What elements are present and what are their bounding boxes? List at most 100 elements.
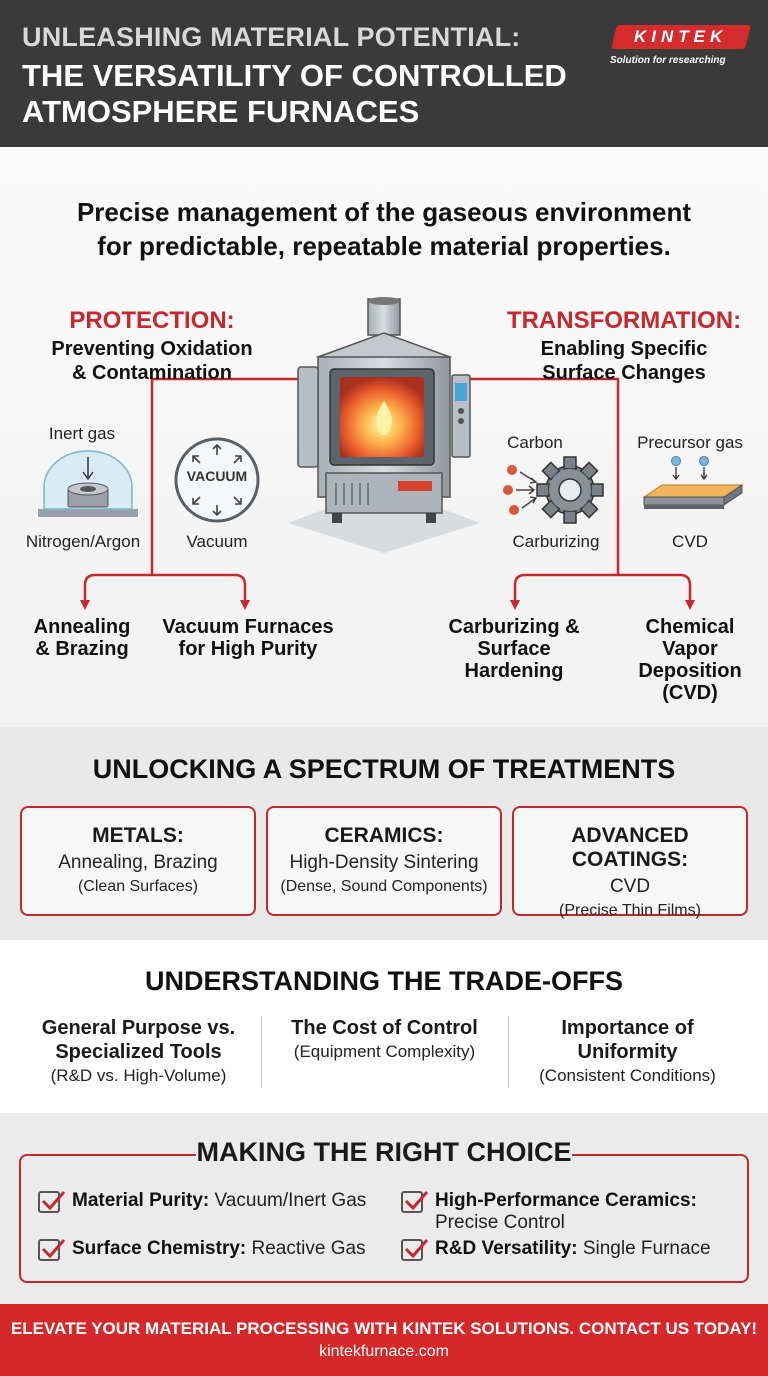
title-line-2: THE VERSATILITY OF CONTROLLED ATMOSPHERE… — [22, 58, 567, 129]
tradeoff-title-line-2: Uniformity — [577, 1041, 678, 1063]
footer-cta: ELEVATE YOUR MATERIAL PROCESSING WITH KI… — [0, 1304, 768, 1376]
tradeoff-note: (Consistent Conditions) — [539, 1066, 716, 1085]
vacuum-icon — [174, 437, 260, 523]
protection-title: PROTECTION: — [69, 307, 235, 334]
carburizing-gear-icon — [503, 456, 604, 524]
vacuum-icon-text: VACUUM — [186, 468, 248, 484]
arrow-vacuum-furnaces — [152, 573, 250, 610]
outcome-chemical-vapor-deposition: Chemical Vapor Deposition (CVD) — [630, 616, 750, 704]
choice-heading: MAKING THE RIGHT CHOICE — [196, 1137, 572, 1168]
treatment-card-title: METALS: — [92, 824, 184, 847]
tradeoff-uniformity: Importance of Uniformity (Consistent Con… — [505, 1016, 750, 1086]
tradeoffs-section: UNDERSTANDING THE TRADE-OFFS General Pur… — [0, 940, 768, 1113]
choice-section: MAKING THE RIGHT CHOICE Material Purity:… — [0, 1113, 768, 1304]
inert-gas-label: Inert gas — [48, 424, 116, 443]
choice-value: Reactive Gas — [251, 1238, 366, 1259]
choice-label: Surface Chemistry: — [72, 1238, 247, 1259]
choice-item-ceramics: High-Performance Ceramics:Precise Contro… — [401, 1190, 721, 1234]
connector-lines — [80, 377, 695, 610]
treatment-card-body: High-Density Sintering — [289, 852, 479, 873]
inert-gas-dome-icon — [38, 450, 138, 517]
choice-value: Single Furnace — [582, 1238, 711, 1259]
tradeoffs-heading: UNDERSTANDING THE TRADE-OFFS — [145, 966, 623, 996]
logo-text: KINTEK — [634, 27, 728, 46]
tradeoff-note: (R&D vs. High-Volume) — [50, 1066, 227, 1085]
tradeoff-note: (Equipment Complexity) — [293, 1042, 476, 1061]
outcome-carburizing-line-1: Carburizing & — [448, 616, 580, 638]
tradeoff-divider — [508, 1016, 509, 1088]
protection-subtitle-2: & Contamination — [72, 362, 232, 384]
protection-subtitle-1: Preventing Oxidation — [51, 338, 253, 360]
treatment-card-title: CERAMICS: — [324, 824, 444, 847]
tradeoff-title-line-1: The Cost of Control — [291, 1017, 478, 1039]
intro-line-2: for predictable, repeatable material pro… — [97, 231, 671, 261]
vacuum-caption: Vacuum — [186, 532, 248, 551]
outcome-vacuum-line-1: Vacuum Furnaces — [162, 616, 334, 638]
choice-label: Material Purity: — [72, 1190, 210, 1211]
treatment-card-body: CVD — [609, 876, 651, 897]
protection-heading: PROTECTION: Preventing Oxidation & Conta… — [40, 307, 264, 385]
outcome-carburizing-line-3: Hardening — [464, 660, 564, 682]
inert-gas-caption: Nitrogen/Argon — [25, 532, 141, 551]
transformation-connector — [470, 377, 620, 575]
treatment-card-ceramics: CERAMICS: High-Density Sintering (Dense,… — [266, 806, 502, 916]
outcome-vacuum-line-2: for High Purity — [178, 638, 318, 660]
cvd-caption: CVD — [672, 532, 708, 551]
choice-label: R&D Versatility: — [435, 1238, 578, 1259]
outcome-annealing-line-2: & Brazing — [35, 638, 129, 660]
intro-statement: Precise management of the gaseous enviro… — [0, 195, 768, 263]
tradeoff-title-line-1: General Purpose vs. — [41, 1017, 236, 1039]
choice-value: Vacuum/Inert Gas — [214, 1190, 367, 1211]
choice-item-material-purity: Material Purity: Vacuum/Inert Gas — [38, 1190, 366, 1213]
choice-item-surface-chemistry: Surface Chemistry: Reactive Gas — [38, 1238, 366, 1261]
outcome-cvd-line-3: Deposition — [638, 660, 742, 682]
checkbox-checked-icon — [401, 1239, 429, 1261]
intro-line-1: Precise management of the gaseous enviro… — [76, 197, 692, 227]
checkbox-checked-icon — [401, 1191, 429, 1213]
carburizing-caption: Carburizing — [512, 532, 600, 551]
choice-value: Precise Control — [435, 1212, 565, 1233]
treatments-heading: UNLOCKING A SPECTRUM OF TREATMENTS — [92, 754, 676, 784]
outcome-cvd-line-4: (CVD) — [662, 682, 718, 704]
outcome-cvd-line-1: Chemical — [645, 616, 735, 638]
logo-tagline: Solution for researching — [610, 55, 726, 66]
treatments-section: UNLOCKING A SPECTRUM OF TREATMENTS METAL… — [0, 727, 768, 940]
transformation-subtitle-2: Surface Changes — [542, 362, 706, 384]
tradeoff-title-line-1: Importance of — [561, 1017, 694, 1039]
furnace-illustration-icon — [288, 297, 480, 553]
header-banner: UNLEASHING MATERIAL POTENTIAL: THE VERSA… — [0, 0, 768, 147]
tradeoff-title-line-2: Specialized Tools — [55, 1041, 222, 1063]
overview-section: Precise management of the gaseous enviro… — [0, 147, 768, 727]
protection-connector — [150, 377, 300, 575]
arrow-carburizing — [510, 573, 618, 610]
treatment-card-title: ADVANCED COATINGS: — [571, 824, 689, 871]
arrow-annealing — [80, 573, 152, 610]
kintek-logo[interactable]: KINTEK Solution for researching — [610, 25, 751, 66]
treatment-card-coatings: ADVANCED COATINGS: CVD (Precise Thin Fil… — [512, 806, 748, 919]
treatment-card-body: Annealing, Brazing — [58, 852, 218, 873]
outcome-vacuum-furnaces: Vacuum Furnaces for High Purity — [156, 616, 340, 660]
treatment-card-note: (Precise Thin Films) — [559, 902, 701, 919]
title-line-1: UNLEASHING MATERIAL POTENTIAL: — [22, 22, 521, 52]
treatment-card-note: (Dense, Sound Components) — [280, 878, 488, 895]
treatment-card-note: (Clean Surfaces) — [77, 878, 199, 895]
carbon-label: Carbon — [507, 433, 563, 452]
arrow-cvd — [618, 573, 695, 610]
transformation-subtitle-1: Enabling Specific — [540, 338, 708, 360]
logo-badge: KINTEK — [611, 25, 751, 49]
outcome-carburizing-line-2: Surface — [477, 638, 551, 660]
tradeoff-general-vs-specialized: General Purpose vs. Specialized Tools (R… — [16, 1016, 261, 1086]
outcome-annealing-brazing: Annealing & Brazing — [20, 616, 144, 660]
transformation-title: TRANSFORMATION: — [506, 307, 742, 334]
cvd-substrate-icon — [642, 456, 744, 509]
checkbox-checked-icon — [38, 1191, 66, 1213]
choice-item-rd-versatility: R&D Versatility: Single Furnace — [401, 1238, 711, 1261]
footer-url-link[interactable]: kintekfurnace.com — [319, 1343, 449, 1360]
treatment-card-metals: METALS: Annealing, Brazing (Clean Surfac… — [20, 806, 256, 916]
tradeoff-cost-of-control: The Cost of Control (Equipment Complexit… — [262, 1016, 507, 1062]
tradeoff-divider — [261, 1016, 262, 1088]
outcome-cvd-line-2: Vapor — [662, 638, 718, 660]
precursor-gas-label: Precursor gas — [637, 433, 743, 452]
checkbox-checked-icon — [38, 1239, 66, 1261]
choice-label: High-Performance Ceramics: — [435, 1190, 697, 1211]
